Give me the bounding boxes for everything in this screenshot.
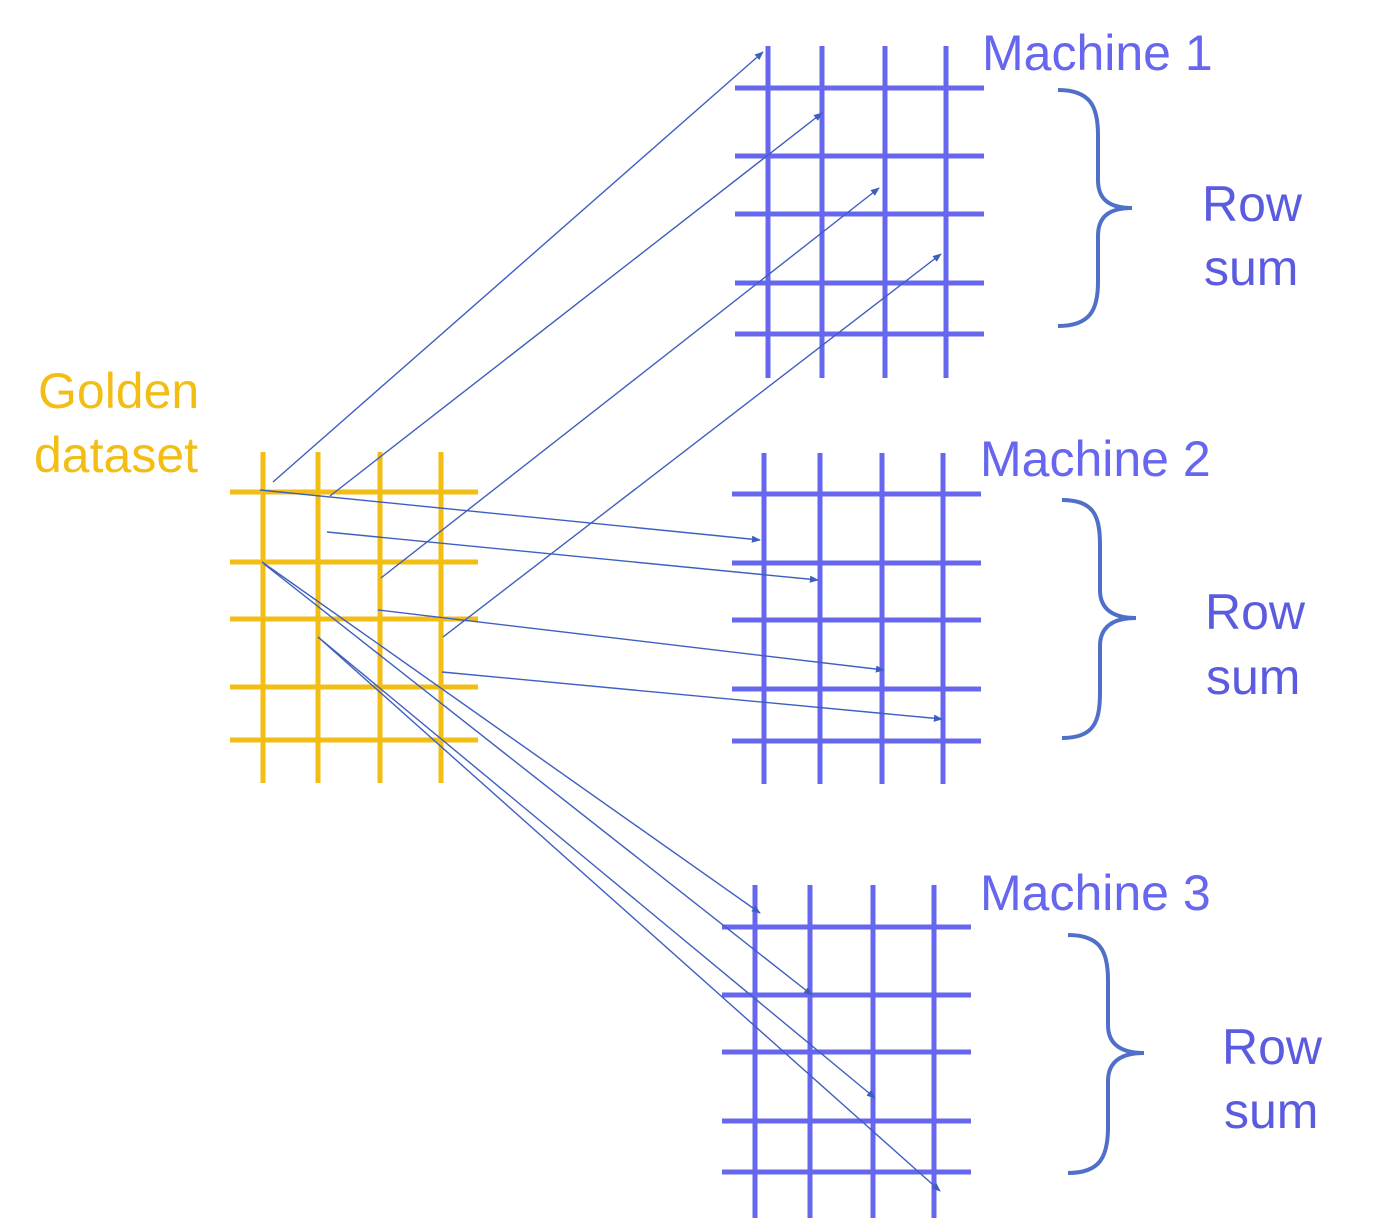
machine-2-row-sum-brace <box>1061 498 1137 740</box>
distribution-arrow-1 <box>272 51 764 483</box>
machine-3-label: Machine 3 <box>980 865 1211 921</box>
machine-3-row-sum-label-line2: sum <box>1224 1083 1318 1139</box>
distribution-arrow-10 <box>263 563 813 996</box>
distribution-arrow-4 <box>442 253 942 638</box>
distribution-arrow-3 <box>380 187 880 579</box>
machine-2-label: Machine 2 <box>980 431 1211 487</box>
distribution-arrows <box>259 51 943 1192</box>
distribution-arrow-8 <box>441 671 943 722</box>
machine-3-row-sum-label-line1: Row <box>1222 1019 1323 1075</box>
distribution-arrow-6 <box>326 531 819 583</box>
golden-dataset-label-line1: Golden <box>38 363 199 419</box>
distribution-arrow-9 <box>261 561 761 914</box>
distribution-arrow-11 <box>317 636 876 1099</box>
machine-3-row-sum-brace <box>1067 933 1145 1175</box>
machine-2-row-sum-label-line2: sum <box>1206 649 1300 705</box>
machine-3-grid <box>722 885 971 1218</box>
golden-dataset-label-line2: dataset <box>34 427 198 483</box>
machine-1-label: Machine 1 <box>982 25 1213 81</box>
machine-1-row-sum-brace <box>1057 88 1133 328</box>
golden-dataset-grid <box>230 452 478 783</box>
distribution-arrow-7 <box>377 609 885 673</box>
machine-1-row-sum-label-line1: Row <box>1202 176 1303 232</box>
distribution-arrow-5 <box>259 489 761 543</box>
machine-2-row-sum-label-line1: Row <box>1205 584 1306 640</box>
machine-2-grid <box>732 453 981 784</box>
distribution-arrow-12 <box>317 636 941 1192</box>
machine-1-row-sum-label-line2: sum <box>1204 240 1298 296</box>
machine-1-grid <box>735 46 984 378</box>
distribution-arrow-2 <box>329 112 823 497</box>
